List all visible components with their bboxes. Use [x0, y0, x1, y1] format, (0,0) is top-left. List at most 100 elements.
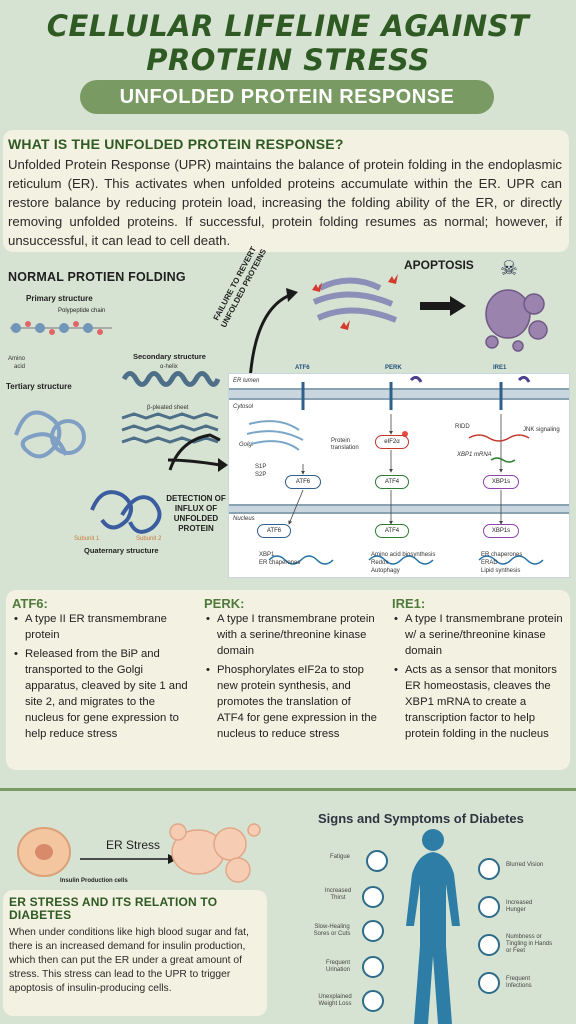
perk-heading: PERK:: [204, 596, 245, 611]
apoptotic-cell-graphic: [485, 289, 548, 352]
atf4-output-2: Redox: [371, 560, 389, 566]
atf6-output-2: ER chaperones: [259, 560, 301, 566]
water-glass-icon: [362, 886, 384, 908]
polypeptide-chain-graphic: [10, 321, 112, 335]
skull-icon: ☠: [500, 258, 518, 280]
er-diabetes-heading: ER STRESS AND ITS RELATION TO DIABETES: [9, 895, 218, 922]
title-line-1: CELLULAR LIFELINE AGAINST: [46, 9, 530, 43]
ridd-label: RIDD: [455, 424, 470, 430]
atf6-sensor-label: ATF6: [295, 365, 310, 371]
amino-label: Amino: [8, 356, 26, 362]
xbp1s-nucleus-pill: XBP1s: [483, 524, 519, 538]
atf6-heading: ATF6:: [12, 596, 48, 611]
perk-point-1: A type I transmembrane protein with a se…: [204, 611, 380, 659]
right-arrow-icon: [420, 296, 466, 316]
atf4-output-1: Amino acid biosynthesis: [371, 552, 436, 558]
symptom-sores: Slow-Healing Sores or Cuts: [313, 924, 351, 937]
atf6-point-2: Released from the BiP and transported to…: [12, 646, 197, 742]
s2p-label: S2P: [255, 472, 267, 478]
symptom-fatigue: Fatigue: [329, 854, 350, 860]
eif2a-pill: eIF2α: [375, 435, 409, 449]
atf6-output-1: XBP1: [259, 552, 275, 558]
atf6-nucleus-pill: ATF6: [257, 524, 291, 538]
atf4-nucleus-pill: ATF4: [375, 524, 409, 538]
intro-heading: WHAT IS THE UNFOLDED PROTEIN RESPONSE?: [8, 136, 344, 152]
human-figure-graphic: [406, 829, 460, 1024]
cytosol-label: Cytosol: [233, 404, 254, 410]
er-lumen-label: ER lumen: [233, 378, 260, 384]
nucleus-label: Nucleus: [233, 516, 255, 522]
upr-diagram: ER lumen Cytosol Golgi Nucleus ATF6 PERK…: [228, 365, 570, 578]
golgi-label: Golgi: [239, 442, 254, 448]
sheet-label: β-pleated sheet: [147, 405, 189, 411]
tertiary-structure-graphic: [14, 410, 86, 459]
upr-pathway-graphic: [246, 375, 544, 565]
xbp1s-cytosol-pill: XBP1s: [483, 475, 519, 489]
perk-column: PERK: A type I transmembrane protein wit…: [204, 596, 380, 745]
folding-heading: NORMAL PROTIEN FOLDING: [8, 270, 186, 284]
ire1-point-2: Acts as a sensor that monitors ER homeos…: [392, 662, 566, 742]
quaternary-structure-graphic: [90, 490, 162, 534]
symptom-urination: Frequent Urination: [325, 960, 350, 973]
clock-icon: [362, 920, 384, 942]
ire1-heading: IRE1:: [392, 596, 426, 611]
stressed-cells-graphic: [169, 823, 261, 883]
er-stress-label: ER Stress: [106, 838, 161, 852]
atf6-cytosol-pill: ATF6: [285, 475, 321, 489]
symptom-vision: Blurred Vision: [506, 862, 544, 868]
symptom-numbness: Numbness or Tingling in Hands or Feet: [506, 934, 553, 954]
xbp1s-output-1: ER chaperones: [481, 552, 523, 558]
er-diabetes-text: When under conditions like high blood su…: [9, 927, 249, 994]
ire1-point-1: A type I transmembrane protein w/ a seri…: [392, 611, 566, 659]
xbp1-mrna-label: XBP1 mRNA: [457, 452, 492, 458]
xbp1s-output-2: ERAD: [481, 560, 498, 566]
hunger-icon: [478, 896, 500, 918]
s1p-label: S1P: [255, 464, 267, 470]
er-membrane: [229, 388, 569, 400]
ire1-column: IRE1: A type I transmembrane protein w/ …: [392, 596, 566, 745]
perk-sensor-label: PERK: [385, 365, 402, 371]
hand-icon: [478, 934, 500, 956]
jnk-label: JNK signaling: [523, 427, 560, 433]
subunit2-label: Subunit 2: [136, 536, 162, 542]
secondary-label: Secondary structure: [133, 352, 206, 361]
battery-icon: [366, 850, 388, 872]
er-diabetes-card: ER STRESS AND ITS RELATION TO DIABETES W…: [3, 890, 267, 1016]
subtitle-banner: UNFOLDED PROTEIN RESPONSE: [80, 80, 494, 114]
pathway-arrows: [167, 288, 298, 472]
intro-card: WHAT IS THE UNFOLDED PROTEIN RESPONSE? U…: [3, 130, 569, 252]
ire1-sensor-label: IRE1: [493, 365, 507, 371]
symptom-thirst: Increased Thirst: [324, 888, 352, 901]
scale-icon: [362, 990, 384, 1012]
atf6-column: ATF6: A type II ER transmembrane protein…: [12, 596, 197, 745]
xbp1s-output-3: Lipid synthesis: [481, 568, 521, 574]
intro-text: Unfolded Protein Response (UPR) maintain…: [8, 157, 562, 248]
perk-point-2: Phosphorylates eIF2a to stop new protein…: [204, 662, 380, 742]
toilet-icon: [362, 956, 384, 978]
atf4-output-3: Autophagy: [371, 568, 400, 574]
healthy-cell-graphic: [17, 827, 71, 877]
sensors-card: ATF6: A type II ER transmembrane protein…: [6, 590, 570, 770]
apoptosis-label: APOPTOSIS: [404, 258, 474, 272]
quaternary-label: Quaternary structure: [84, 546, 159, 555]
beta-sheet-graphic: [121, 412, 219, 444]
infection-icon: [478, 972, 500, 994]
symptom-hunger: Increased Hunger: [506, 900, 533, 913]
stressed-er-graphic: [312, 274, 398, 330]
primary-label: Primary structure: [26, 294, 93, 303]
section-divider: [0, 788, 576, 791]
helix-label: α-helix: [160, 364, 178, 370]
title-line-2: PROTEIN STRESS: [146, 43, 430, 77]
symptom-infections: Frequent Infections: [506, 976, 532, 989]
chain-label: Polypeptide chain: [58, 308, 106, 314]
symptom-weight-loss: Unexplained Weight Loss: [318, 994, 352, 1007]
protein-translation-label: Protein translation: [331, 438, 359, 451]
atf4-cytosol-pill: ATF4: [375, 475, 409, 489]
nuclear-membrane: [229, 504, 569, 514]
acid-label: acid: [14, 364, 26, 370]
subunit1-label: Subunit 1: [74, 536, 100, 542]
tertiary-label: Tertiary structure: [6, 382, 72, 391]
alpha-helix-graphic: [122, 371, 220, 387]
atf6-point-1: A type II ER transmembrane protein: [12, 611, 197, 643]
cells-label: Insulin Production cells: [60, 878, 128, 884]
